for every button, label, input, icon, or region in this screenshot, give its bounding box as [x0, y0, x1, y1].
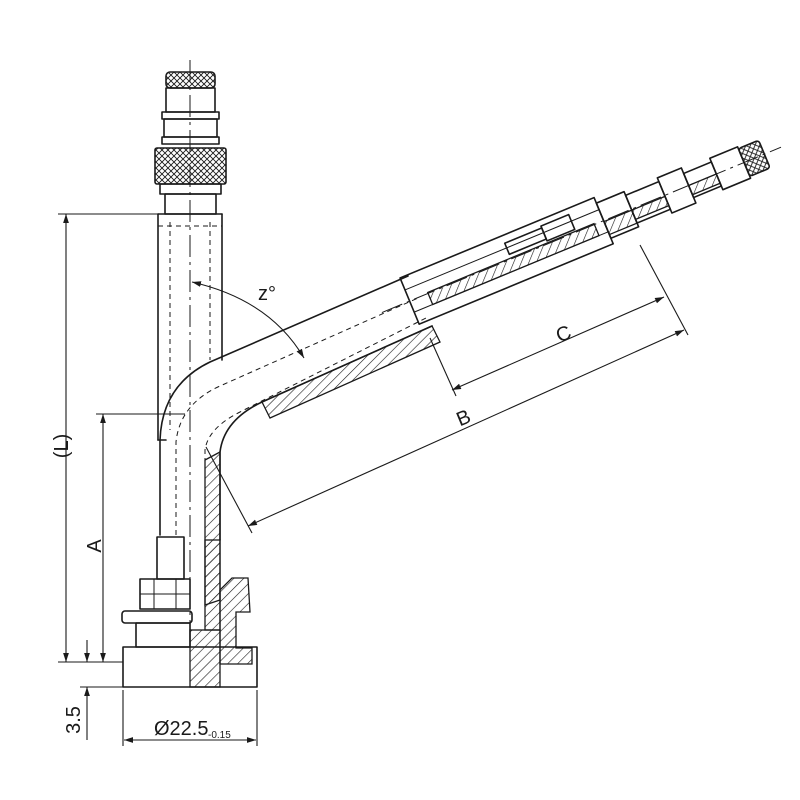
- label-3-5: 3.5: [63, 706, 85, 734]
- washer: [121, 610, 193, 624]
- label-angle-z: z°: [258, 283, 276, 305]
- base-body: [135, 622, 191, 648]
- label-A: A: [84, 539, 106, 553]
- dim-C: [429, 296, 665, 397]
- dim-L: [58, 213, 158, 663]
- dim-diameter: [122, 690, 258, 746]
- dim-angle-z: [191, 281, 305, 359]
- base-assembly: [121, 536, 258, 688]
- stem-lower-section: [204, 539, 221, 631]
- label-diameter-tolerance: -0.15: [208, 730, 231, 741]
- label-B: B: [453, 406, 474, 431]
- bend-wall-section: [261, 325, 441, 419]
- dim-A: [96, 413, 185, 662]
- dim-3-5: [80, 640, 123, 740]
- base-sleeve: [156, 536, 185, 580]
- grommet-section: [219, 577, 253, 665]
- seat-section: [189, 629, 221, 688]
- label-L: (L): [51, 434, 73, 458]
- label-C: C: [553, 322, 575, 348]
- angled-housing: [381, 140, 782, 325]
- bent-stem: [159, 275, 441, 606]
- label-diameter: Ø22.5: [154, 718, 208, 740]
- housing-section: [426, 222, 600, 306]
